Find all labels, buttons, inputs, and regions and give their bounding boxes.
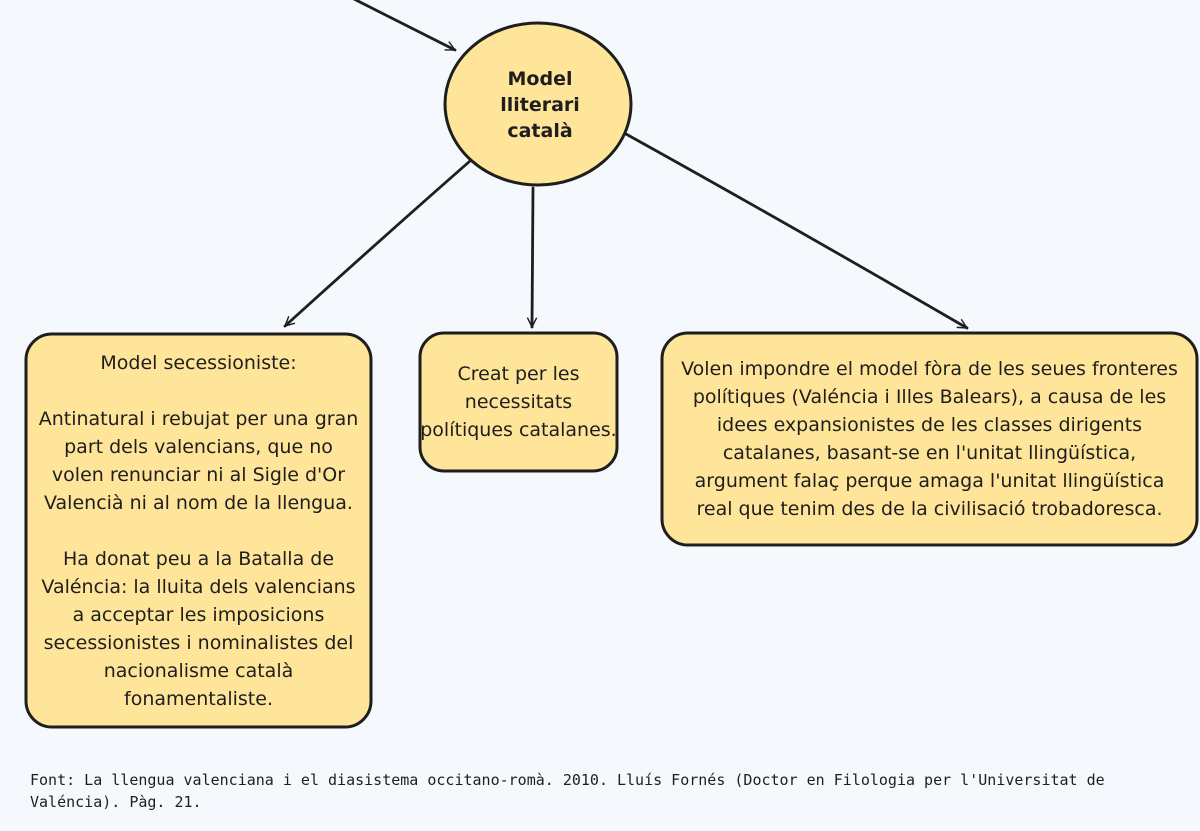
source-citation: Font: La llengua valenciana i el diasist… — [30, 771, 1105, 811]
incoming-arrow — [352, 0, 457, 52]
middle-box[interactable] — [418, 331, 619, 473]
middle-box-text: Creat per les necessitats polítiques cat… — [420, 363, 617, 441]
right-box[interactable] — [660, 331, 1199, 547]
center-node-label: Model lliterari català — [500, 68, 580, 142]
arrow-to-middle-box — [526, 186, 538, 329]
center-node-circle[interactable] — [443, 21, 633, 187]
arrow-to-left-box — [283, 159, 472, 328]
arrow-to-right-box — [624, 132, 969, 330]
left-box[interactable] — [24, 332, 373, 729]
right-box-text: Volen impondre el model fòra de les seue… — [681, 358, 1178, 520]
left-box-text: Model secessioniste: Antinatural i rebuj… — [38, 351, 359, 710]
